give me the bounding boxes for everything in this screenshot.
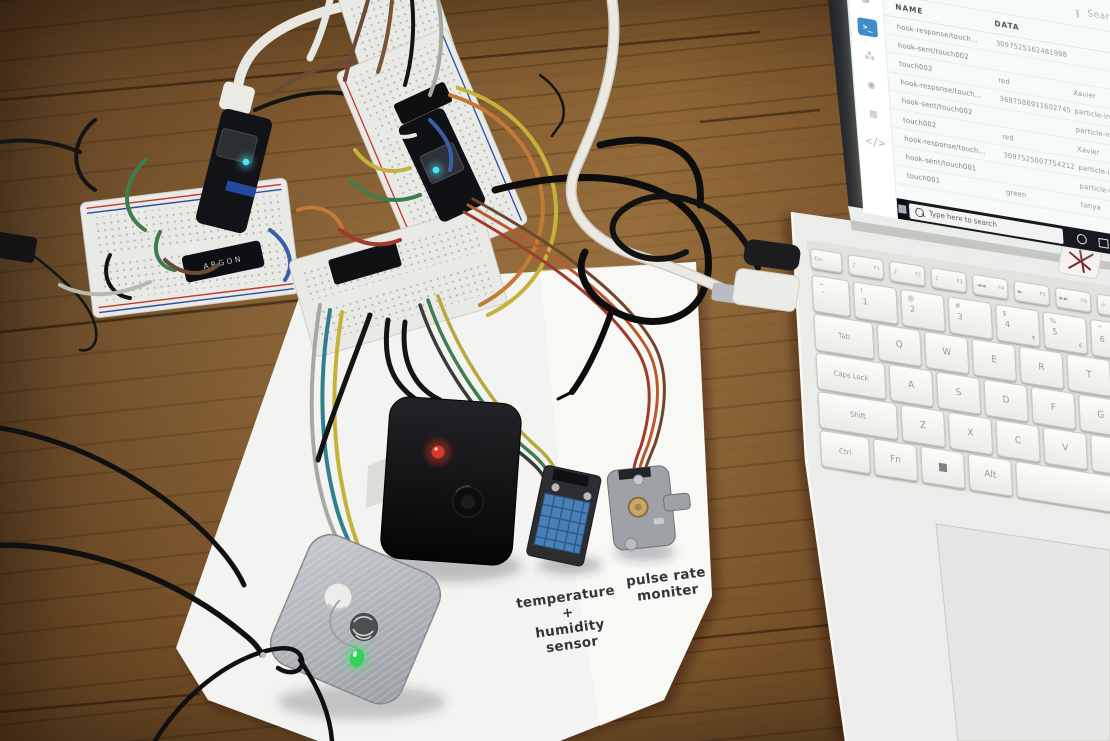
bundle-to-gray-box <box>309 303 362 558</box>
ev-pub: tanya <box>1080 200 1102 213</box>
hinge-strip <box>850 220 1110 270</box>
key-2: @2 <box>900 288 946 333</box>
support-tab <box>366 458 386 508</box>
hooked-wire <box>0 542 335 741</box>
key-esc: Esc <box>810 248 843 274</box>
key-fn: Fn <box>872 438 919 482</box>
key-4: $4₹ <box>995 303 1041 348</box>
volume-down-icon: ♪ <box>893 267 898 276</box>
billing-icon[interactable]: ▤ <box>869 106 878 121</box>
key-1: !1 <box>852 281 899 325</box>
key-f: F <box>1030 386 1077 430</box>
key-alt: Alt <box>967 453 1014 497</box>
prev-track-icon: ◄◄ <box>976 280 986 290</box>
cortana-icon[interactable] <box>1076 233 1088 246</box>
play-pause-icon: ► <box>1017 287 1023 296</box>
gray-box <box>269 533 441 705</box>
key-e: E <box>971 338 1017 383</box>
key-5: %5€ <box>1042 311 1088 355</box>
jumper-wires-center <box>306 0 558 317</box>
key-r: R <box>1018 345 1065 390</box>
console-search[interactable]: Search <box>1087 8 1110 25</box>
key-c: C <box>995 419 1041 463</box>
key-s: S <box>935 371 982 415</box>
white-cable-right <box>565 0 744 302</box>
volume-up-icon: ♪ <box>934 274 939 283</box>
pause-icon[interactable]: ‖ <box>1075 7 1080 18</box>
black-connector-left <box>0 230 98 352</box>
search-icon <box>914 206 925 218</box>
key-d: D <box>983 378 1029 423</box>
key-t: T <box>1066 353 1110 398</box>
code-icon[interactable]: </> <box>865 133 886 151</box>
key-6: ^6 <box>1089 318 1110 363</box>
usb-adapter <box>711 239 801 312</box>
black-box-led <box>431 445 445 459</box>
key-a: A <box>888 363 934 408</box>
jumper-wires-left <box>0 60 398 300</box>
breadboard-left <box>79 177 301 319</box>
black-flat-cable <box>609 193 761 271</box>
wires-to-black-box <box>315 312 443 463</box>
keyboard-backlight-icon: ☼ <box>1100 300 1107 309</box>
key-w: W <box>924 330 970 375</box>
key-`: ~` <box>811 274 851 318</box>
usb-c-connector <box>743 239 801 271</box>
key-g: G <box>1078 393 1110 438</box>
windows-logo-icon <box>938 462 948 473</box>
screen-bezel-edge <box>828 0 863 214</box>
touchpad <box>935 523 1110 741</box>
key-windows <box>920 445 966 490</box>
black-box <box>366 396 522 566</box>
breakout-module <box>328 241 402 285</box>
integrations-icon[interactable]: ⁂ <box>863 48 876 64</box>
key-ctrl: Ctrl <box>819 429 871 475</box>
next-track-icon: ►► <box>1059 294 1069 303</box>
key-f7: ☼F7 <box>1096 293 1110 320</box>
pulse-sensor <box>606 465 691 551</box>
key-q: Q <box>876 323 923 367</box>
power-wire <box>0 425 247 588</box>
terminal-icon[interactable]: >_ <box>857 17 878 38</box>
sticker <box>1057 243 1103 279</box>
gray-box-button <box>323 582 353 612</box>
particle-boron-board <box>393 82 486 222</box>
key-z: Z <box>900 404 946 448</box>
key-3: #3 <box>947 296 994 340</box>
ev-pub <box>1072 74 1110 85</box>
apps-grid-icon[interactable]: ▦ <box>855 0 876 9</box>
key-v: V <box>1042 426 1089 471</box>
windows-logo-icon <box>897 203 908 215</box>
ribbon-to-pulse-sensor <box>462 197 666 470</box>
key-x: X <box>947 411 994 456</box>
dht-sensor <box>526 465 602 567</box>
black-cables <box>491 73 712 401</box>
key-b: B <box>1090 434 1110 478</box>
fingerprint-icon[interactable]: ◉ <box>867 77 876 93</box>
start-button[interactable] <box>896 198 908 221</box>
ev-pub <box>1071 55 1110 66</box>
task-view-icon[interactable] <box>1098 237 1109 249</box>
mute-icon: ♪ <box>851 261 857 269</box>
